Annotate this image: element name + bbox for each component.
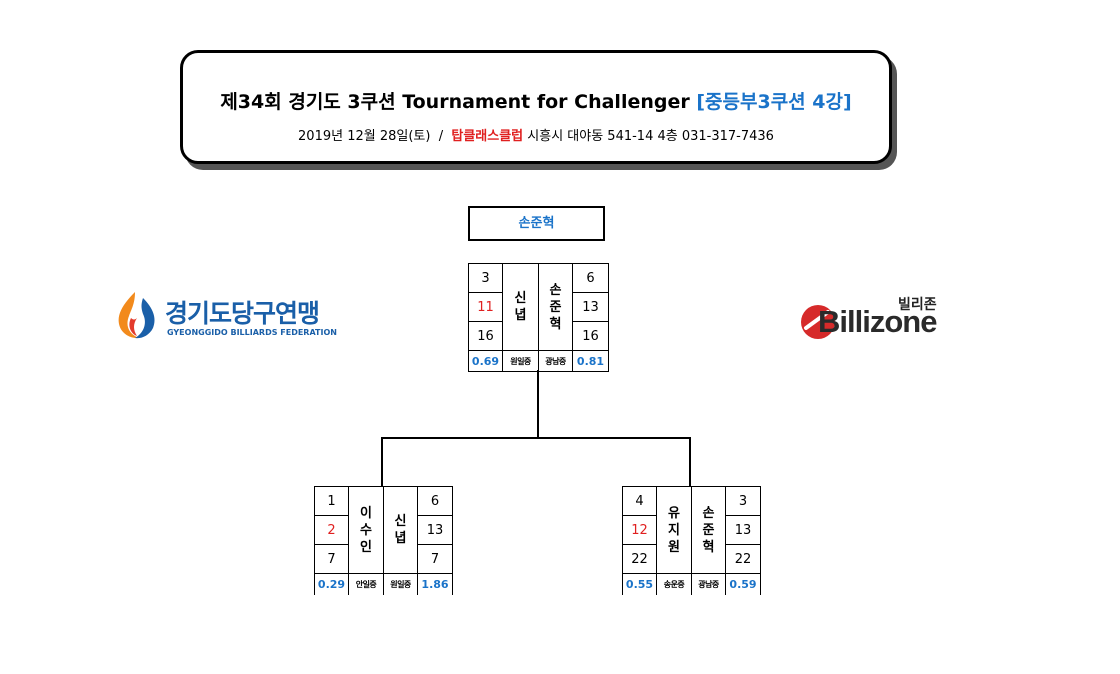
- billizone-logo: 빌리존 Billizone: [800, 294, 950, 346]
- score-cell: 13: [417, 515, 453, 545]
- score-cell: 13: [725, 515, 761, 545]
- final-match: 3 신 녑 손 준 혁 6 11 13 16 16 0.69 원일중 광남중 0…: [468, 263, 609, 372]
- average-cell: 0.55: [622, 573, 657, 595]
- school-cell: 광남중: [538, 350, 573, 372]
- player-name: 신 녑: [383, 486, 418, 574]
- info-separator: /: [438, 129, 444, 144]
- player-name: 유 지 원: [656, 486, 692, 574]
- billizone-name: Billizone: [818, 304, 937, 339]
- score-cell: 1: [314, 486, 349, 516]
- federation-logo: 경기도당구연맹 GYEONGGIDO BILLIARDS FEDERATION: [113, 290, 337, 340]
- average-cell: 0.29: [314, 573, 349, 595]
- score-cell: 22: [622, 544, 657, 574]
- flame-icon: [118, 292, 155, 339]
- venue-name: 탑클래스클럽: [451, 129, 524, 144]
- score-cell: 7: [417, 544, 453, 574]
- score-cell: 12: [622, 515, 657, 545]
- bracket-line: [689, 437, 691, 487]
- average-cell: 0.81: [572, 350, 609, 372]
- bracket-line: [381, 437, 691, 439]
- score-cell: 6: [572, 263, 609, 293]
- federation-name: 경기도당구연맹: [165, 299, 320, 328]
- title-main: 제34회 경기도 3쿠션 Tournament for Challenger: [220, 91, 690, 113]
- player-name: 손 준 혁: [538, 263, 573, 351]
- score-cell: 16: [468, 321, 503, 351]
- event-date: 2019년 12월 28일(토): [298, 129, 431, 144]
- score-cell: 16: [572, 321, 609, 351]
- average-cell: 1.86: [417, 573, 453, 595]
- score-cell: 4: [622, 486, 657, 516]
- score-cell: 3: [468, 263, 503, 293]
- school-cell: 원일중: [502, 350, 539, 372]
- venue-address: 시흥시 대야동 541-14 4층 031-317-7436: [527, 129, 774, 144]
- event-info: 2019년 12월 28일(토) / 탑클래스클럽 시흥시 대야동 541-14…: [183, 125, 889, 144]
- score-cell: 13: [572, 292, 609, 322]
- school-cell: 원일중: [383, 573, 418, 595]
- score-cell: 6: [417, 486, 453, 516]
- page-title: 제34회 경기도 3쿠션 Tournament for Challenger […: [183, 87, 889, 114]
- bracket-line: [381, 437, 383, 487]
- average-cell: 0.59: [725, 573, 761, 595]
- title-sub: [중등부3쿠션 4강]: [696, 91, 852, 113]
- score-cell: 7: [314, 544, 349, 574]
- score-cell: 2: [314, 515, 349, 545]
- average-cell: 0.69: [468, 350, 503, 372]
- billizone-korean-name: 빌리존: [898, 297, 937, 313]
- school-cell: 송운중: [656, 573, 692, 595]
- bracket-line: [537, 370, 539, 438]
- score-cell: 22: [725, 544, 761, 574]
- federation-subtitle: GYEONGGIDO BILLIARDS FEDERATION: [167, 328, 337, 337]
- player-name: 손 준 혁: [691, 486, 726, 574]
- school-cell: 안일중: [348, 573, 384, 595]
- score-cell: 3: [725, 486, 761, 516]
- winner-box: 손준혁: [468, 206, 605, 241]
- billiard-ball-icon: [801, 305, 835, 339]
- player-name: 이 수 인: [348, 486, 384, 574]
- semifinal-match-1: 1 이 수 인 신 녑 6 2 13 7 7 0.29 안일중 원일중 1.86: [314, 486, 453, 595]
- player-name: 신 녑: [502, 263, 539, 351]
- score-cell: 11: [468, 292, 503, 322]
- header-box: 제34회 경기도 3쿠션 Tournament for Challenger […: [180, 50, 892, 164]
- school-cell: 광남중: [691, 573, 726, 595]
- semifinal-match-2: 4 유 지 원 손 준 혁 3 12 13 22 22 0.55 송운중 광남중…: [622, 486, 761, 595]
